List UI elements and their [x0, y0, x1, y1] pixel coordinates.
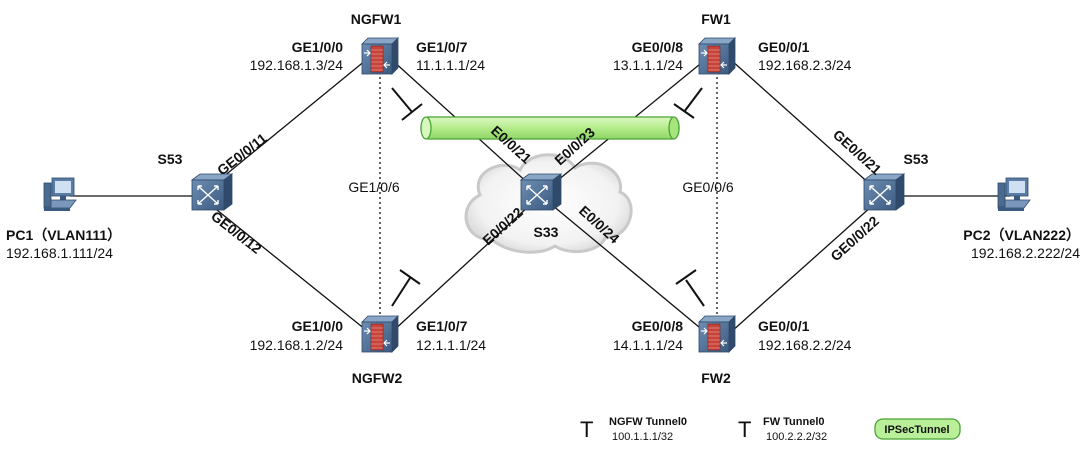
firewall-fw2[interactable]	[698, 315, 736, 353]
legend-fw-tunnel-icon: T	[738, 417, 751, 442]
link-fw2-s53	[730, 205, 873, 333]
fw2-ip-right: 192.168.2.2/24	[758, 337, 852, 353]
ngfw2-ip-right: 12.1.1.1/24	[416, 337, 486, 353]
ha-links	[379, 72, 718, 318]
ngfw2-if-right: GE1/0/7	[416, 318, 468, 334]
pc2-name: PC2（VLAN222）	[963, 227, 1080, 243]
s53-left-port-down: GE0/0/12	[208, 208, 265, 257]
fw1-if-left: GE0/0/8	[632, 39, 684, 55]
ngfw2-name: NGFW2	[352, 370, 403, 386]
s53-left-port-up: GE0/0/11	[214, 130, 270, 179]
ngfw1-if-left: GE1/0/0	[292, 39, 344, 55]
link-ngfw2-s33	[391, 204, 531, 333]
legend-ipsec-label: IPSecTunnel	[884, 424, 949, 436]
ipsec-tunnel-tube	[420, 116, 680, 140]
pc2-computer[interactable]	[997, 177, 1031, 211]
fw2-if-right: GE0/0/1	[758, 318, 810, 334]
pc2-ip: 192.168.2.222/24	[971, 245, 1080, 261]
pc1-computer[interactable]	[43, 177, 77, 211]
fw2-name: FW2	[701, 370, 731, 386]
link-fw1-s53	[730, 59, 873, 187]
tunnel-marker-ngfw1	[391, 87, 423, 121]
fw1-ip-right: 192.168.2.3/24	[758, 57, 852, 73]
link-s53-ngfw1	[211, 59, 367, 187]
ha-label-left: GE1/0/6	[348, 179, 400, 195]
switch-s53-left[interactable]	[190, 173, 234, 211]
ha-label-right: GE0/0/6	[682, 179, 734, 195]
tunnel-marker-ngfw2	[391, 269, 421, 307]
tunnel-marker-fw1	[673, 87, 703, 119]
fw1-name: FW1	[701, 11, 731, 27]
ngfw1-ip-left: 192.168.1.3/24	[250, 57, 344, 73]
ngfw2-if-left: GE1/0/0	[292, 318, 344, 334]
fw2-if-left: GE0/0/8	[632, 318, 684, 334]
switch-s53-right[interactable]	[862, 173, 906, 211]
tunnel-markers	[391, 87, 705, 307]
firewall-ngfw1[interactable]	[361, 37, 399, 75]
legend-ngfw-tunnel-title: NGFW Tunnel0	[609, 416, 687, 428]
pc1-name: PC1（VLAN111）	[6, 227, 121, 243]
legend: T NGFW Tunnel0 100.1.1.1/32 T FW Tunnel0…	[580, 416, 961, 443]
ngfw1-name: NGFW1	[351, 11, 402, 27]
legend-fw-tunnel-title: FW Tunnel0	[763, 416, 825, 428]
tunnel-marker-fw2	[675, 269, 705, 307]
ngfw1-ip-right: 11.1.1.1/24	[416, 57, 485, 73]
link-s53-ngfw2	[211, 205, 367, 331]
s53-right-name: S53	[904, 151, 929, 167]
fw2-ip-left: 14.1.1.1/24	[613, 337, 683, 353]
s53-right-port-up: GE0/0/21	[830, 126, 885, 178]
firewall-ngfw2[interactable]	[361, 315, 399, 353]
fw1-ip-left: 13.1.1.1/24	[613, 57, 683, 73]
legend-ipsec-swatch	[874, 418, 961, 440]
firewall-fw1[interactable]	[698, 37, 736, 75]
switch-s33[interactable]	[519, 173, 563, 211]
pc1-ip: 192.168.1.111/24	[6, 245, 113, 261]
ngfw1-if-right: GE1/0/7	[416, 39, 468, 55]
legend-ngfw-tunnel-icon: T	[580, 417, 593, 442]
ngfw2-ip-left: 192.168.1.2/24	[250, 337, 344, 353]
s33-name: S33	[534, 224, 559, 240]
legend-ngfw-tunnel-ip: 100.1.1.1/32	[612, 431, 673, 443]
link-s33-fw2	[551, 204, 706, 333]
legend-fw-tunnel-ip: 100.2.2.2/32	[766, 431, 827, 443]
s53-left-name: S53	[158, 151, 183, 167]
fw1-if-right: GE0/0/1	[758, 39, 810, 55]
